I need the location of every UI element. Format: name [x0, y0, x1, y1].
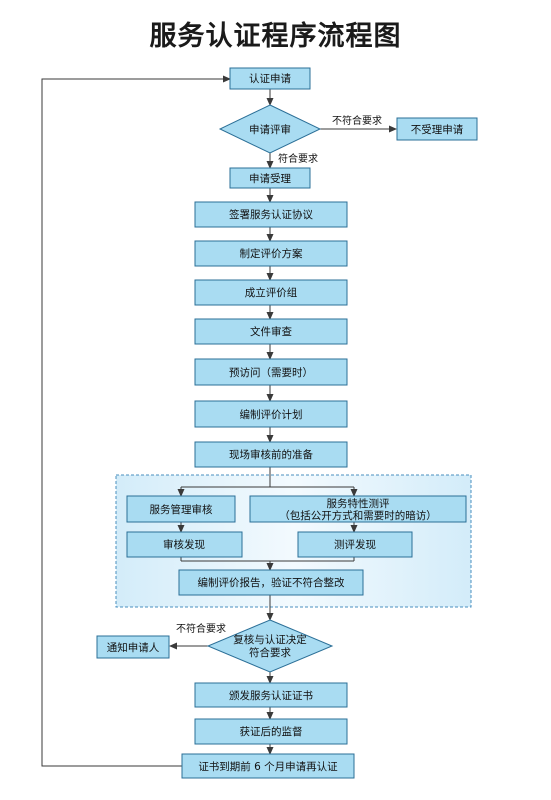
node-decision: 复核与认证决定 符合要求: [206, 619, 334, 673]
node-notify: 通知申请人: [96, 635, 170, 659]
node-accept: 申请受理: [229, 167, 311, 189]
svg-text:编制评价报告，验证不符合整改: 编制评价报告，验证不符合整改: [198, 576, 345, 589]
node-surveil: 获证后的监督: [194, 718, 348, 745]
svg-text:认证申请: 认证申请: [249, 72, 291, 85]
node-docs: 文件审查: [194, 318, 348, 345]
svg-text:申请受理: 申请受理: [249, 172, 291, 185]
svg-text:服务特性测评: 服务特性测评: [327, 497, 390, 510]
svg-text:文件审查: 文件审查: [250, 325, 292, 338]
svg-text:编制评价计划: 编制评价计划: [240, 408, 303, 421]
label-not-conform-left: 不符合要求: [176, 622, 226, 635]
svg-text:预访问（需要时）: 预访问（需要时）: [229, 366, 313, 379]
node-previsit: 预访问（需要时）: [194, 358, 348, 386]
node-apply: 认证申请: [229, 67, 311, 90]
label-conform-down: 符合要求: [278, 152, 318, 165]
node-review: 申请评审: [218, 104, 322, 154]
node-mgmt-audit: 服务管理审核: [126, 495, 236, 523]
svg-text:证书到期前 6 个月申请再认证: 证书到期前 6 个月申请再认证: [198, 760, 338, 773]
connectors: [41, 75, 397, 767]
svg-text:通知申请人: 通知申请人: [107, 641, 160, 654]
node-team: 成立评价组: [194, 279, 348, 306]
node-eval-findings: 测评发现: [297, 531, 413, 558]
label-not-conform-right: 不符合要求: [332, 114, 382, 127]
svg-text:申请评审: 申请评审: [249, 123, 291, 136]
node-renew: 证书到期前 6 个月申请再认证: [181, 753, 355, 779]
svg-text:测评发现: 测评发现: [334, 538, 376, 551]
node-eval-plan: 编制评价计划: [194, 400, 348, 428]
node-agreement: 签署服务认证协议: [194, 201, 348, 228]
svg-text:符合要求: 符合要求: [249, 646, 291, 659]
svg-text:成立评价组: 成立评价组: [245, 286, 298, 299]
svg-text:获证后的监督: 获证后的监督: [240, 725, 303, 738]
node-reject: 不受理申请: [396, 117, 478, 141]
svg-text:（包括公开方式和需要时的暗访）: （包括公开方式和需要时的暗访）: [279, 509, 437, 522]
node-feature-eval: 服务特性测评 （包括公开方式和需要时的暗访）: [249, 495, 467, 523]
node-report: 编制评价报告，验证不符合整改: [178, 569, 364, 596]
svg-text:签署服务认证协议: 签署服务认证协议: [229, 208, 313, 221]
node-issue: 颁发服务认证证书: [194, 682, 348, 708]
svg-text:复核与认证决定: 复核与认证决定: [233, 633, 307, 646]
svg-text:现场审核前的准备: 现场审核前的准备: [229, 448, 313, 461]
svg-text:不受理申请: 不受理申请: [411, 123, 464, 136]
svg-text:制定评价方案: 制定评价方案: [240, 247, 303, 260]
page-title: 服务认证程序流程图: [149, 21, 402, 52]
svg-text:审核发现: 审核发现: [163, 538, 205, 551]
node-prep: 现场审核前的准备: [194, 441, 348, 468]
svg-text:服务管理审核: 服务管理审核: [150, 503, 213, 516]
svg-text:颁发服务认证证书: 颁发服务认证证书: [229, 689, 313, 702]
node-plan: 制定评价方案: [194, 240, 348, 267]
node-audit-findings: 审核发现: [126, 531, 243, 558]
